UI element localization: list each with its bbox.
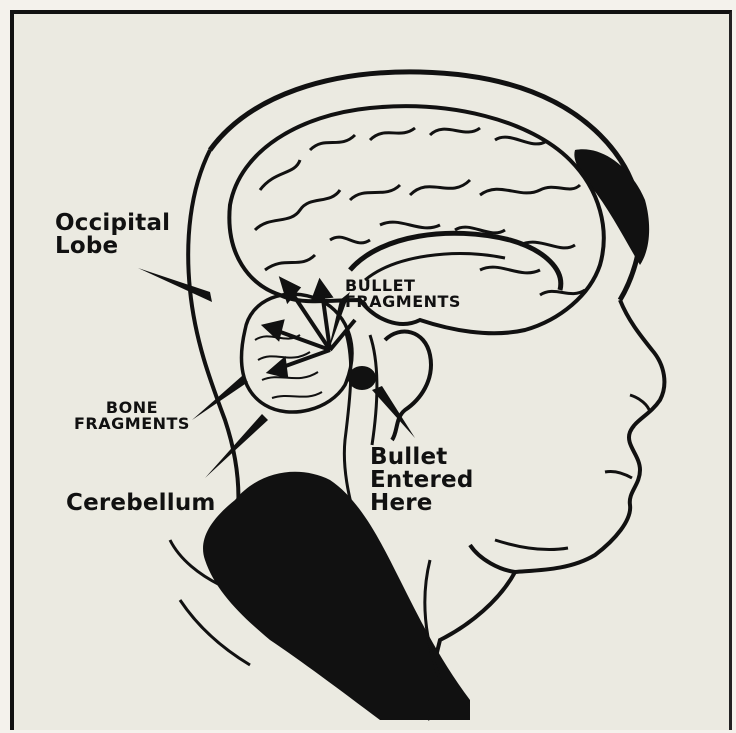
ear bbox=[385, 332, 431, 440]
bullet-entered-label-line-1: Bullet bbox=[370, 446, 474, 469]
bullet-entered-pointer bbox=[372, 386, 415, 438]
cerebellum-label-text: Cerebellum bbox=[66, 490, 216, 516]
bullet-fragments-label: BULLET FRAGMENTS bbox=[345, 278, 461, 310]
bone-fragments-label-line-2: FRAGMENTS bbox=[74, 416, 190, 432]
face-profile bbox=[515, 300, 664, 572]
bullet-entered-label-line-3: Here bbox=[370, 492, 474, 515]
nose-nostril bbox=[630, 395, 650, 412]
cerebellum-label: Cerebellum bbox=[66, 492, 216, 515]
bullet bbox=[348, 366, 376, 390]
occipital-pointer bbox=[138, 268, 212, 302]
chin-shadow bbox=[495, 540, 568, 550]
bone-fragments-pointer bbox=[192, 376, 248, 420]
occipital-lobe-label-line-2: Lobe bbox=[55, 235, 170, 258]
occipital-lobe-label-line-1: Occipital bbox=[55, 212, 170, 235]
hair-shadow bbox=[574, 149, 649, 265]
brain-gyri bbox=[255, 128, 585, 295]
cerebellum-shape bbox=[242, 294, 352, 412]
bullet-entered-label-line-2: Entered bbox=[370, 469, 474, 492]
mouth bbox=[605, 471, 632, 478]
jaw-line bbox=[470, 545, 515, 572]
occipital-lobe-label: Occipital Lobe bbox=[55, 212, 170, 258]
bone-fragments-label: BONE FRAGMENTS bbox=[74, 400, 190, 432]
bullet-entered-label: Bullet Entered Here bbox=[370, 446, 474, 515]
bullet-fragments-label-line-2: FRAGMENTS bbox=[345, 294, 461, 310]
